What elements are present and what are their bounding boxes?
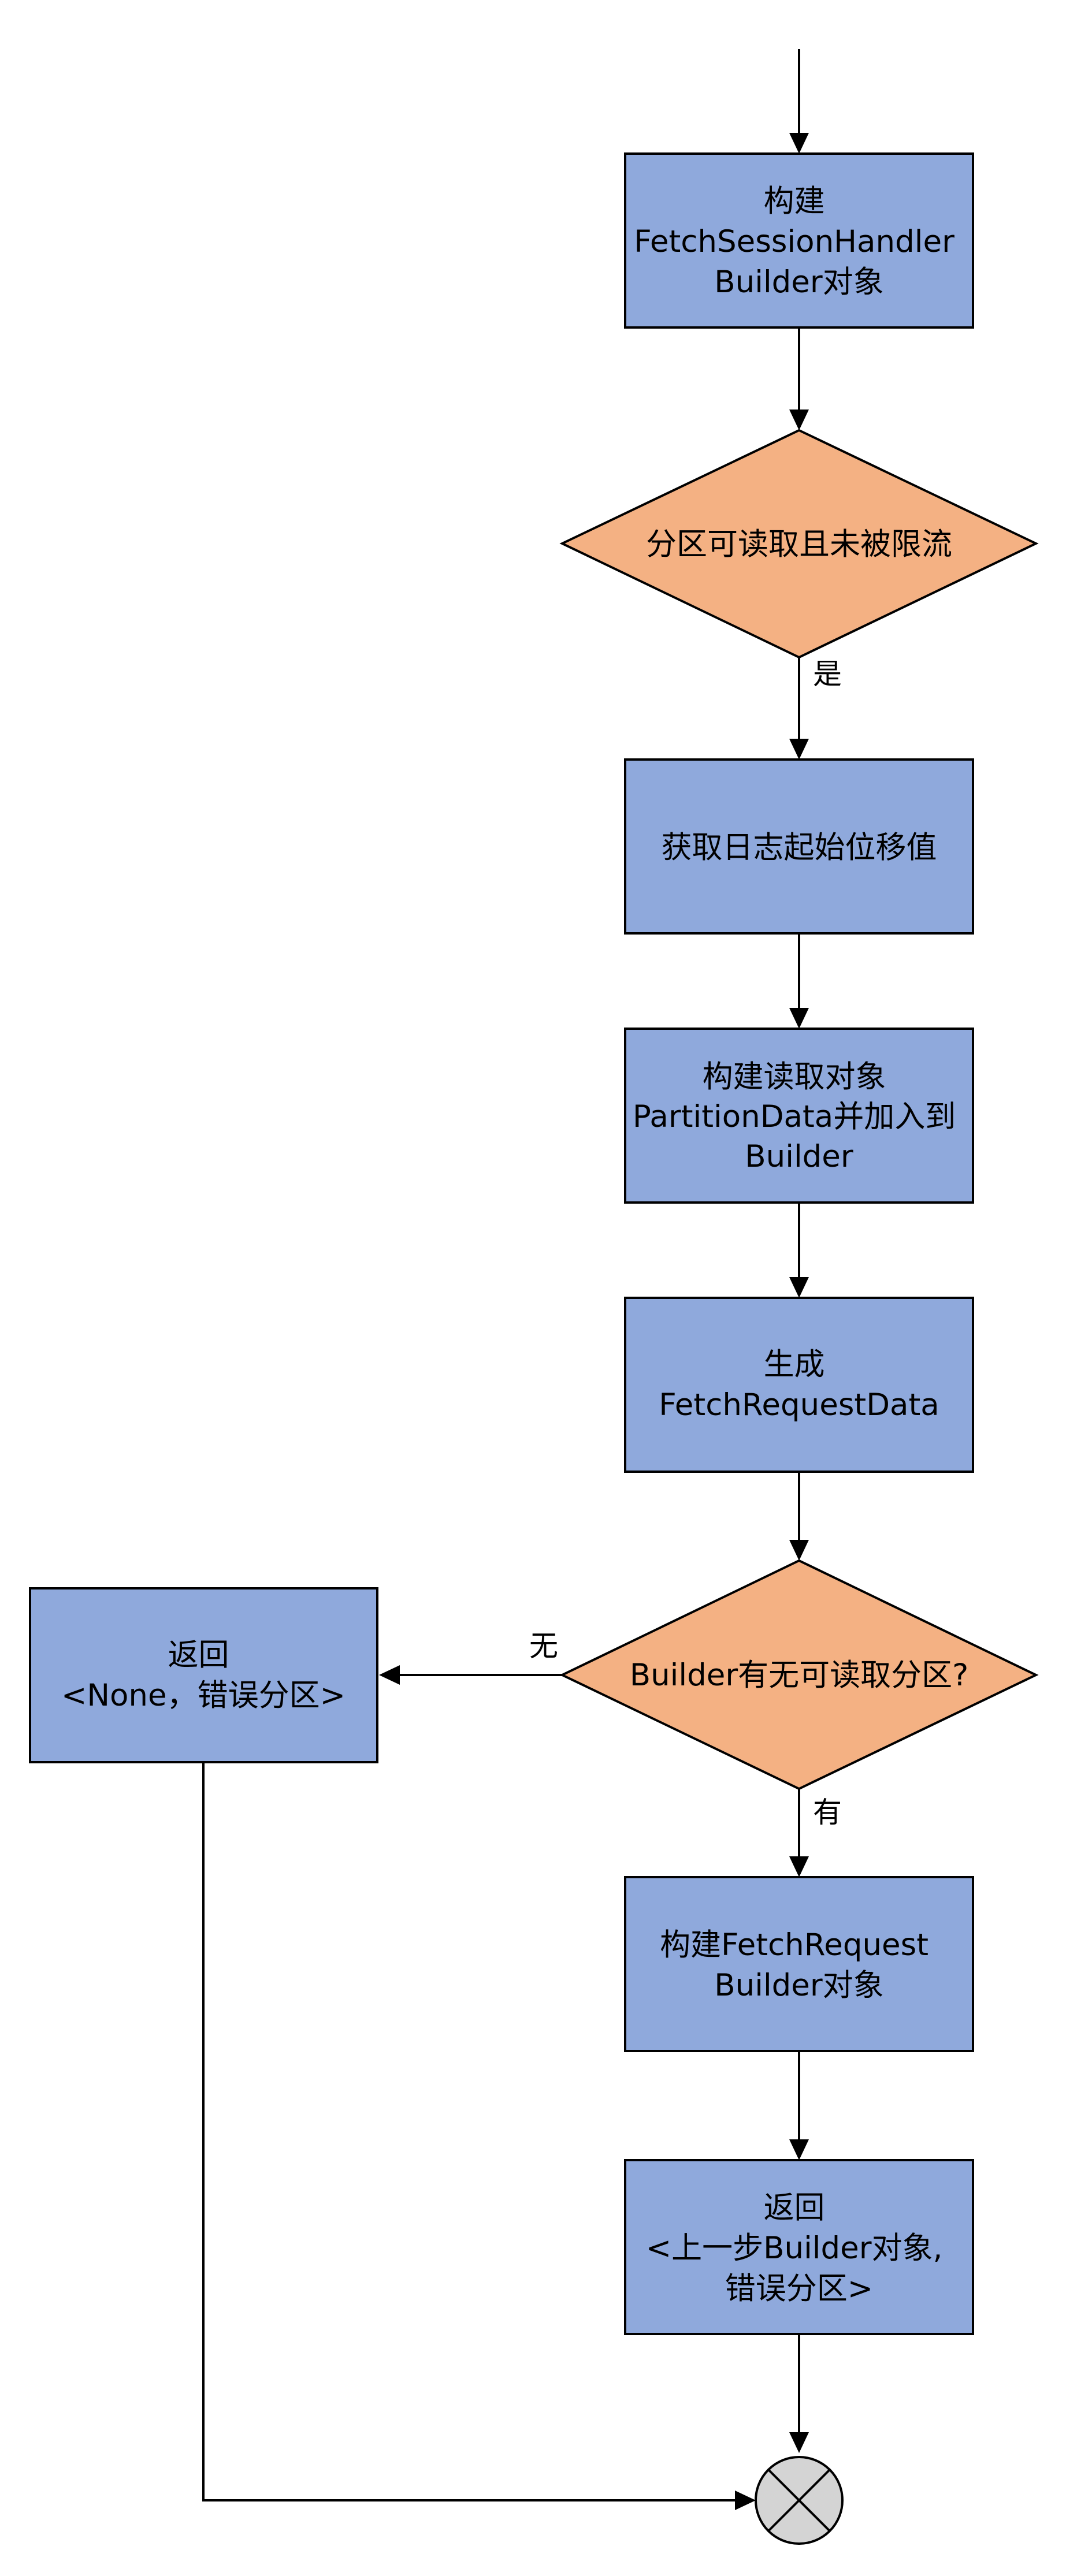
node-text-line: 分区可读取且未被限流 xyxy=(646,527,952,562)
arrowhead-check-builder-to-return-none xyxy=(379,1665,400,1685)
node-build-partition-data: 构建读取对象 PartitionData并加入到 Builder xyxy=(624,1028,974,1204)
edge-label-yes: 是 xyxy=(813,657,842,691)
node-generate-fetch-request-data: 生成 FetchRequestData xyxy=(624,1297,974,1473)
arrowhead-check-builder-to-fetch-request xyxy=(789,1856,809,1877)
arrowhead-check-to-offset xyxy=(789,739,809,760)
node-text-line: 返回 xyxy=(168,1637,229,1673)
edges xyxy=(202,49,809,2510)
node-text-line: Builder对象 xyxy=(714,1968,883,2003)
arrowhead-return-none-to-end xyxy=(735,2491,756,2510)
svg-text:返回 <None，错误分区>: 返回 <None，错误分区> xyxy=(61,1637,346,1713)
node-text-line: 构建读取对象 xyxy=(703,1059,886,1095)
node-text-line: Builder对象 xyxy=(714,265,883,300)
node-text-line: 错误分区> xyxy=(725,2271,873,2306)
node-text-line: 生成 xyxy=(764,1347,825,1382)
circle-cross-icon xyxy=(755,2456,844,2545)
node-text-line: PartitionData并加入到 xyxy=(633,1099,956,1134)
node-text-line: 构建FetchRequest xyxy=(660,1927,928,1963)
svg-text:生成 FetchRequestData: 生成 FetchRequestData xyxy=(659,1347,939,1423)
decision-builder-has-partitions: Builder有无可读取分区? xyxy=(559,1559,1039,1790)
node-get-log-start-offset: 获取日志起始位移值 xyxy=(624,758,974,935)
node-text-line: <上一步Builder对象, xyxy=(646,2231,943,2266)
arrowhead-return-builder-to-end xyxy=(789,2432,809,2453)
svg-text:获取日志起始位移值: 获取日志起始位移值 xyxy=(662,830,937,865)
edge-label-none: 无 xyxy=(529,1629,558,1663)
node-text-line: Builder xyxy=(745,1139,853,1174)
svg-text:构建 FetchSessionHandler: 构建 FetchSessionHandler Builder对象 xyxy=(634,184,964,300)
arrowhead-build-to-check xyxy=(789,410,809,430)
arrowhead-partition-data-to-request-data xyxy=(789,1277,809,1298)
node-text-line: FetchSessionHandler xyxy=(634,224,954,259)
svg-text:分区可读取且未被限流: 分区可读取且未被限流 xyxy=(646,527,952,562)
node-text-line: 返回 xyxy=(764,2190,825,2225)
node-text-line: 构建 xyxy=(764,184,825,219)
edge-labels: 是 无 有 xyxy=(529,657,842,1829)
svg-text:构建读取对象 PartitionData并加入到: 构建读取对象 PartitionData并加入到 Builder xyxy=(633,1059,965,1174)
node-return-builder: 返回 <上一步Builder对象, 错误分区> xyxy=(624,2159,974,2335)
node-build-fetch-request-builder: 构建FetchRequest Builder对象 xyxy=(624,1876,974,2052)
edge-label-has: 有 xyxy=(813,1796,842,1829)
node-text-line: FetchRequestData xyxy=(659,1387,939,1423)
svg-text:构建FetchRequest Builder对象: 构建FetchRequest Builder对象 xyxy=(660,1927,938,2003)
arrowhead-fetch-request-to-return-builder xyxy=(789,2139,809,2160)
arrowhead-entry xyxy=(789,133,809,154)
node-text-line: <None，错误分区> xyxy=(61,1678,346,1713)
node-build-fetch-session-handler: 构建 FetchSessionHandler Builder对象 xyxy=(624,152,974,329)
decision-partition-readable: 分区可读取且未被限流 xyxy=(559,429,1039,659)
node-return-none: 返回 <None，错误分区> xyxy=(29,1587,378,1763)
svg-text:Builder有无可读取分区?: Builder有无可读取分区? xyxy=(630,1658,969,1693)
arrowhead-request-data-to-check-builder xyxy=(789,1540,809,1561)
edge-return-none-to-end xyxy=(202,1762,737,2501)
svg-text:返回 <上一步Builder对象,: 返回 <上一步Builder对象, 错误分区> xyxy=(646,2190,953,2306)
arrowhead-offset-to-partition-data xyxy=(789,1008,809,1029)
node-text-line: Builder有无可读取分区? xyxy=(630,1658,969,1693)
node-text-line: 获取日志起始位移值 xyxy=(662,830,937,865)
